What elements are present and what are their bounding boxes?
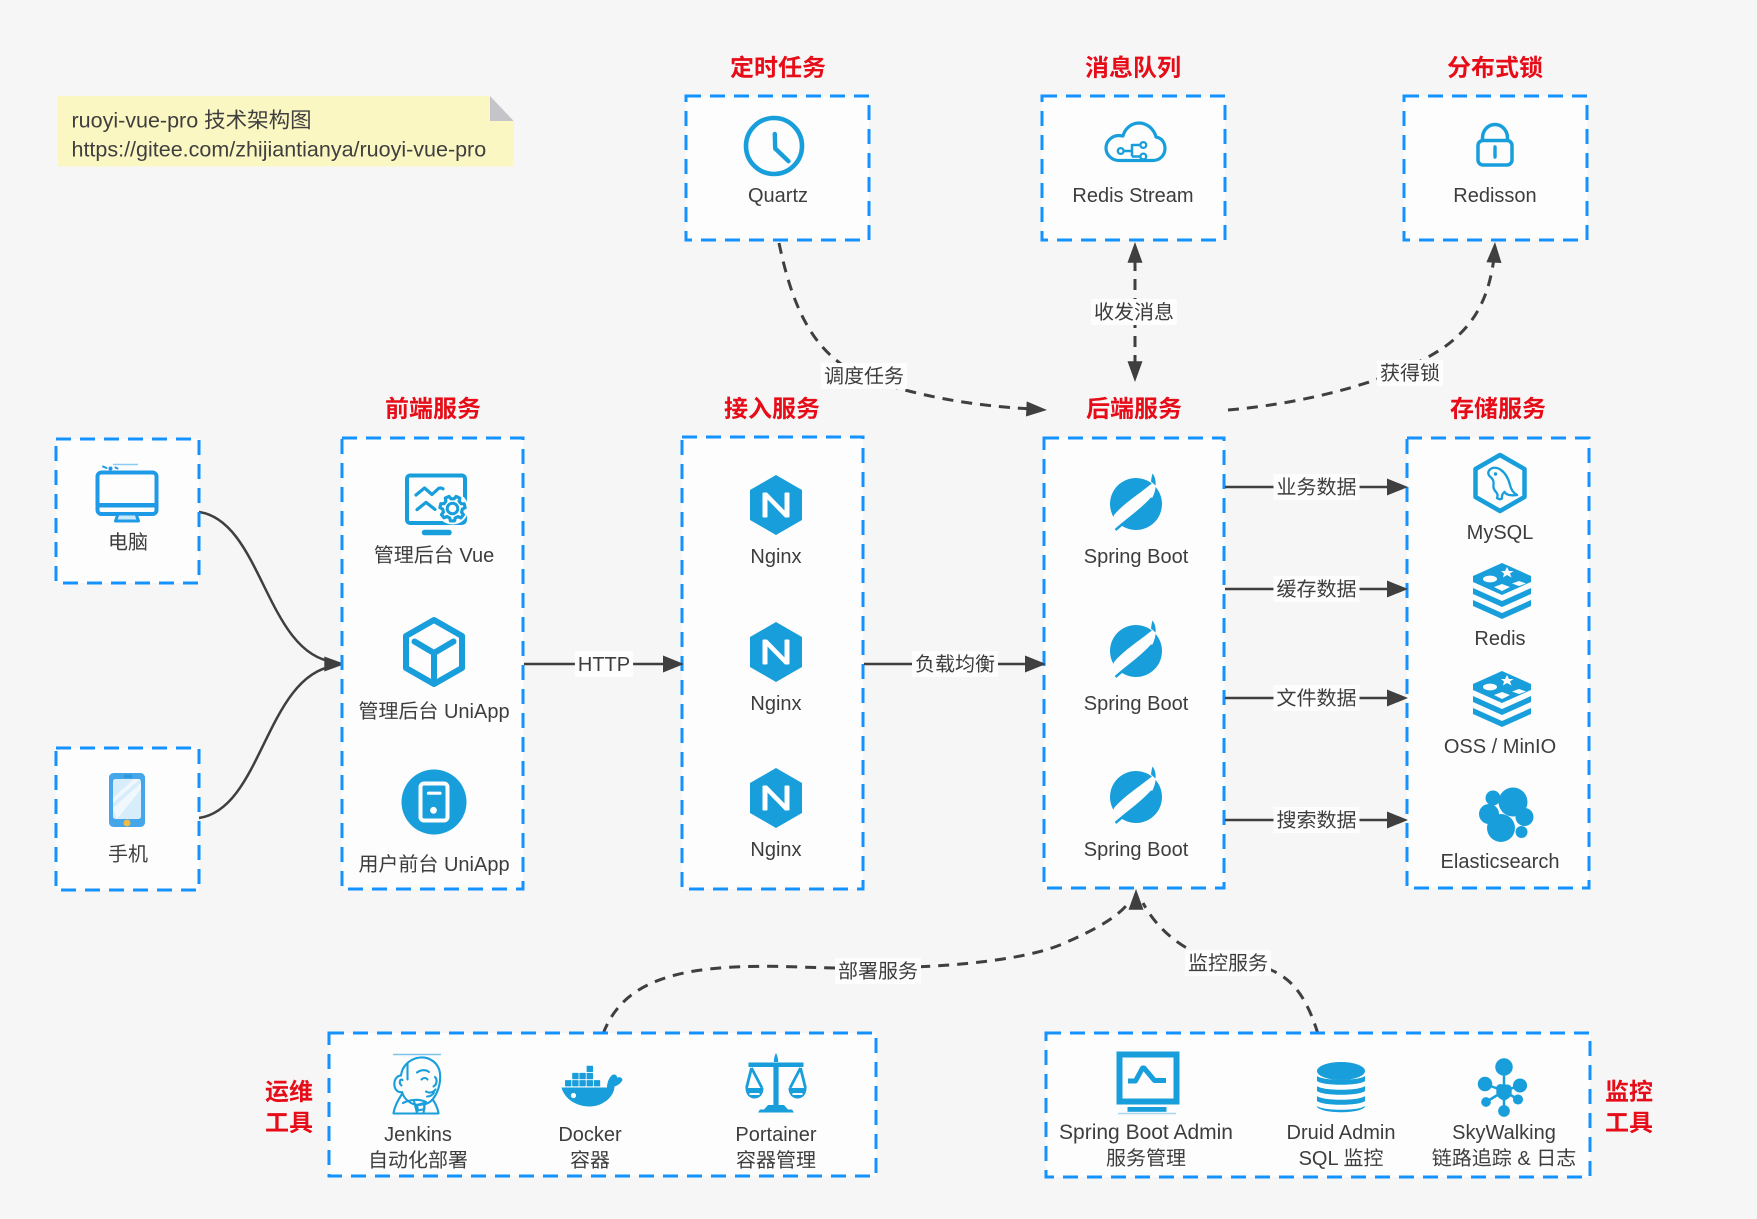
svg-text:Nginx: Nginx: [750, 839, 801, 861]
svg-text:Spring Boot: Spring Boot: [1084, 839, 1189, 861]
svg-text:OSS / MinIO: OSS / MinIO: [1444, 736, 1556, 758]
svg-text:SQL: SQL: [1299, 1148, 1339, 1170]
svg-text:MySQL: MySQL: [1467, 522, 1534, 544]
svg-text:Redis Stream: Redis Stream: [1072, 185, 1193, 207]
svg-text:Druid Admin: Druid Admin: [1287, 1122, 1396, 1144]
svg-text:Jenkins: Jenkins: [384, 1124, 452, 1146]
svg-text:Redis: Redis: [1474, 628, 1525, 650]
svg-text:&: &: [1517, 1148, 1531, 1170]
svg-text:Redisson: Redisson: [1453, 185, 1536, 207]
svg-text:Spring Boot Admin: Spring Boot Admin: [1059, 1121, 1233, 1144]
svg-text:UniApp: UniApp: [444, 701, 510, 723]
svg-text:Spring Boot: Spring Boot: [1084, 693, 1189, 715]
svg-text:Vue: Vue: [459, 545, 494, 567]
svg-text:HTTP: HTTP: [578, 654, 630, 676]
svg-text:Spring Boot: Spring Boot: [1084, 546, 1189, 568]
svg-text:SkyWalking: SkyWalking: [1452, 1122, 1556, 1144]
svg-text:https://gitee.com/zhijiantiany: https://gitee.com/zhijiantianya/ruoyi-vu…: [72, 138, 487, 162]
svg-text:ruoyi-vue-pro: ruoyi-vue-pro: [72, 109, 199, 133]
svg-text:Quartz: Quartz: [748, 185, 808, 207]
svg-text:Elasticsearch: Elasticsearch: [1441, 851, 1560, 873]
svg-text:Portainer: Portainer: [735, 1124, 816, 1146]
svg-text:Docker: Docker: [558, 1124, 622, 1146]
svg-text:UniApp: UniApp: [444, 854, 510, 876]
svg-text:Nginx: Nginx: [750, 693, 801, 715]
svg-text:Nginx: Nginx: [750, 546, 801, 568]
